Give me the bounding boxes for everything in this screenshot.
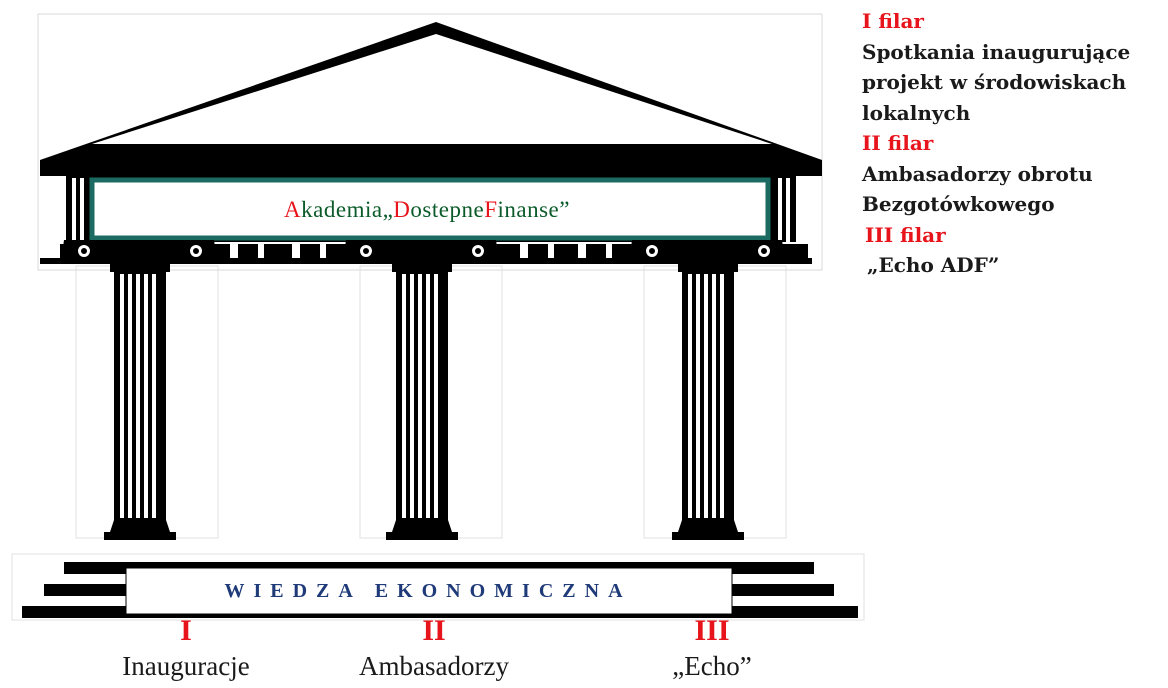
legend-pillar-1-name: I filar xyxy=(862,9,924,33)
pillar-numeral-2: II xyxy=(422,614,446,647)
pillar-label-3: „Echo” xyxy=(672,651,752,681)
column-middle xyxy=(345,240,497,540)
roof-title-word-akademia: kademia xyxy=(301,197,383,222)
legend-pillar-2-name: II filar xyxy=(862,131,934,155)
legend-pillar-2-line-1: Ambasadorzy obrotu xyxy=(862,161,1093,186)
legend-pillar-1-line-1: Spotkania inaugurujące xyxy=(862,39,1131,64)
pillar-numeral-1: I xyxy=(180,614,192,647)
pillar-label-1: Inauguracje xyxy=(122,651,250,681)
base-frame xyxy=(11,553,865,621)
roof-title-quote-open: „ xyxy=(382,197,394,222)
column-right xyxy=(631,240,783,540)
roof-title-word-dostepne: ostepne xyxy=(410,197,485,222)
legend-pillar-2-line-2: Bezgotówkowego xyxy=(862,192,1055,216)
legend-pillar-3-line-1: „Echo ADF” xyxy=(867,253,1000,277)
legend-pillar-3-name: III filar xyxy=(865,222,946,247)
legend-pillar-1-line-2: projekt w środowiskach xyxy=(862,70,1127,94)
legend-pillar-1-line-3: lokalnych xyxy=(862,100,971,125)
base-title: WIEDZA EKONOMICZNA xyxy=(224,579,632,602)
pillar-numeral-3: III xyxy=(694,614,730,647)
roof-title-initial-d: D xyxy=(393,197,411,222)
entablature xyxy=(40,176,812,264)
pediment xyxy=(40,22,822,176)
pillars-legend: I filar Spotkania inaugurujące projekt w… xyxy=(862,6,1162,281)
roof-title-initial-f: F xyxy=(484,197,498,222)
roof-title-initial-a: A xyxy=(284,197,302,222)
column-left xyxy=(63,240,215,540)
pillar-label-2: Ambasadorzy xyxy=(359,651,509,681)
roof-title-panel xyxy=(89,177,771,241)
base-steps xyxy=(22,562,858,618)
roof-title-word-finanse: inanse” xyxy=(497,197,570,222)
base-title-panel xyxy=(125,567,733,615)
